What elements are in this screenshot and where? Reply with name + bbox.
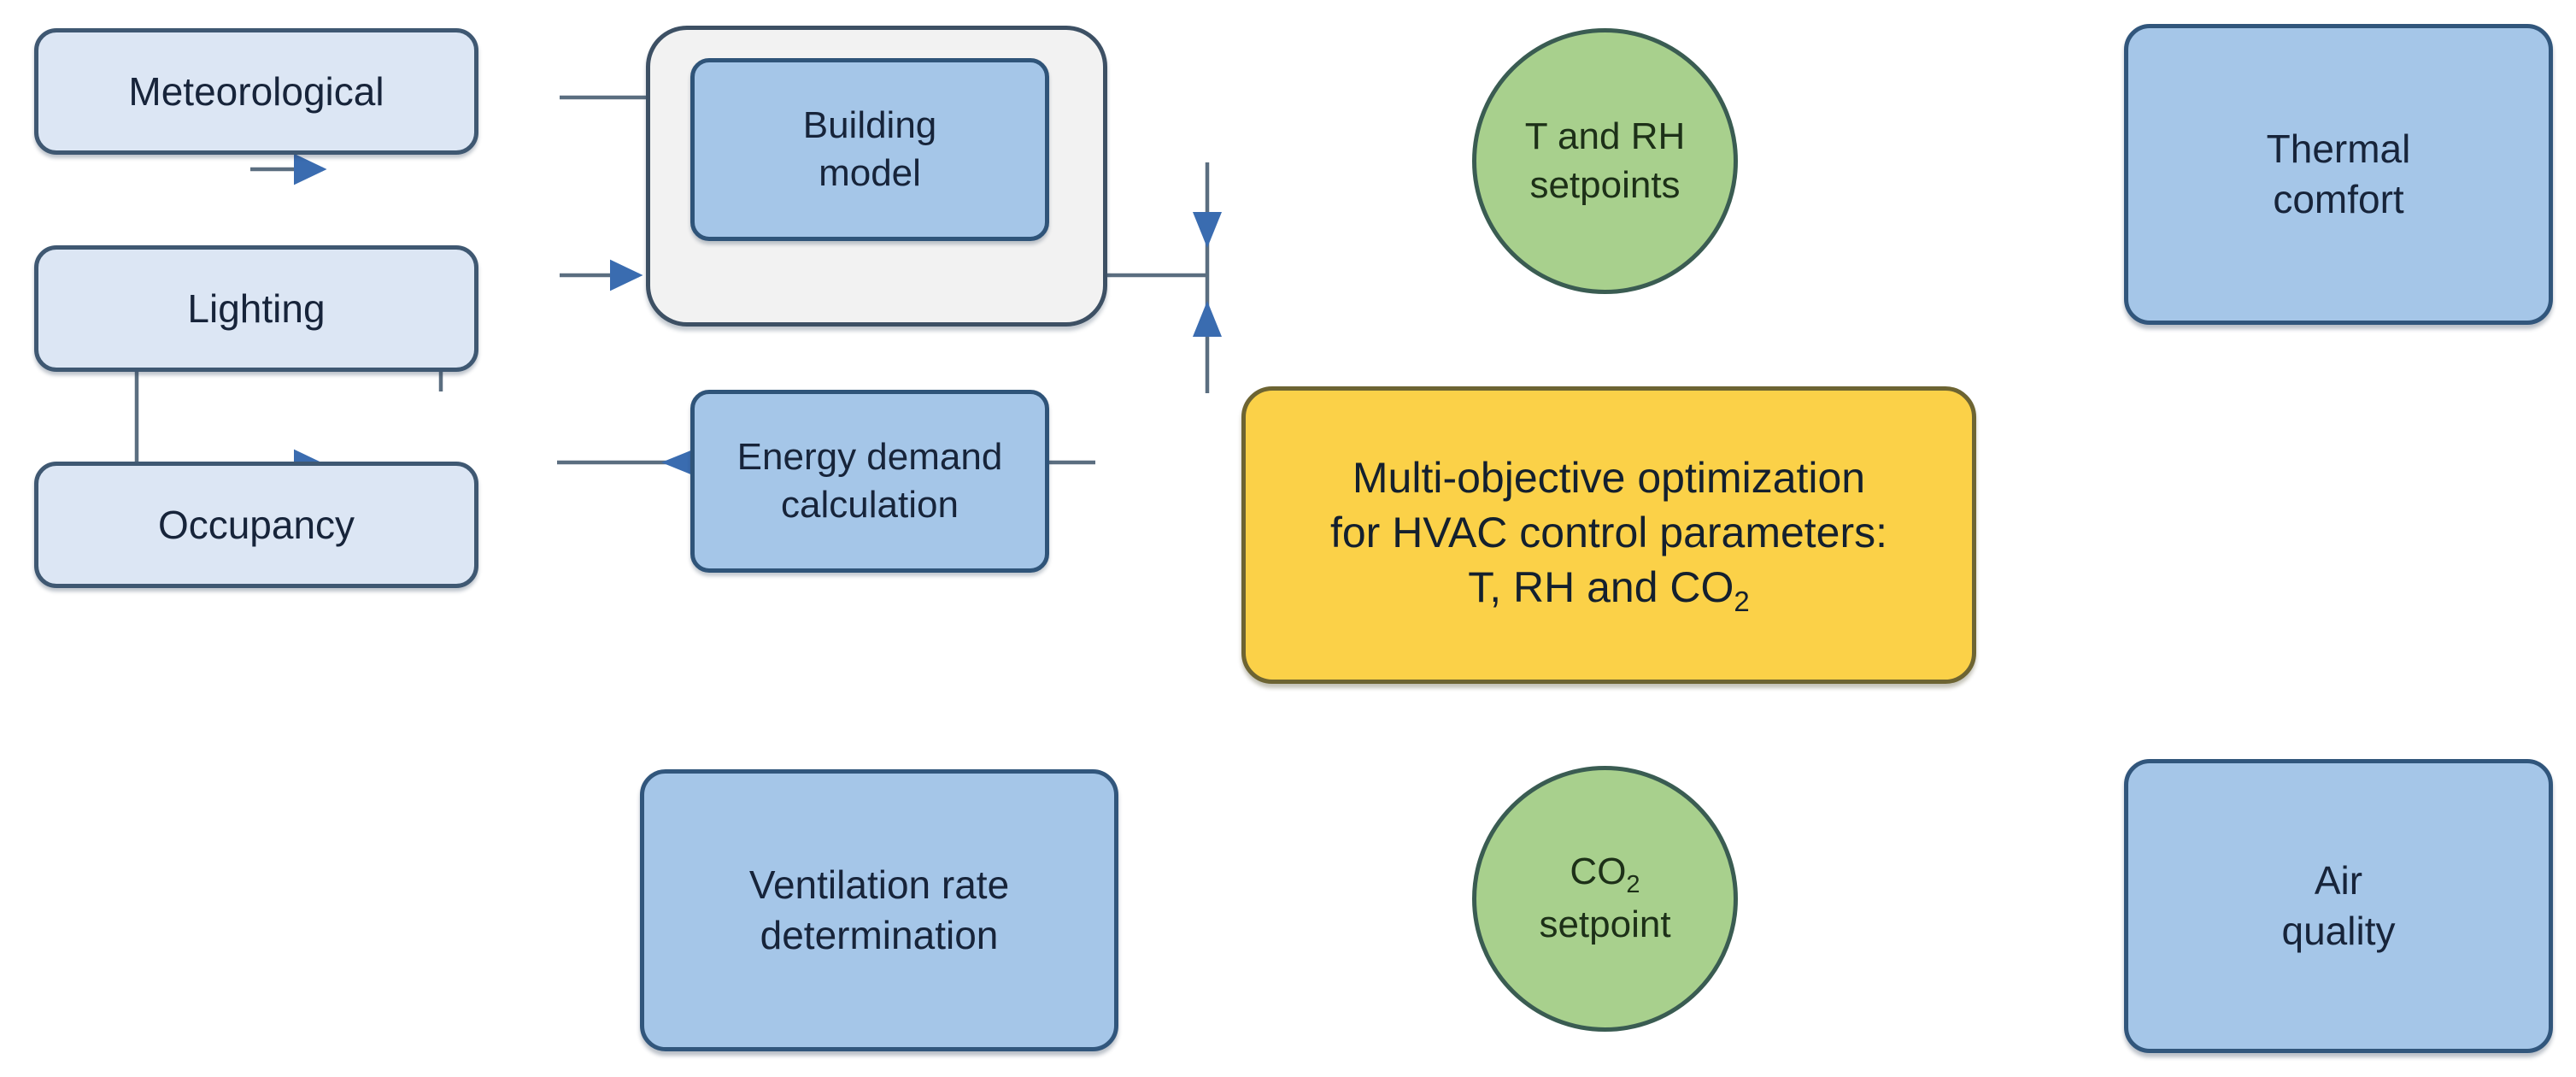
node-energy-demand-calculation[interactable]: Energy demand calculation <box>690 390 1049 573</box>
arrowhead-up-air-quality <box>1193 301 1222 337</box>
node-building-model-label: Building model <box>802 103 937 194</box>
node-co2-setpoint-formula: CO <box>1570 850 1627 893</box>
node-thermal-comfort[interactable]: Thermal comfort <box>2124 24 2553 325</box>
node-ventilation-rate-determination-label: Ventilation rate determination <box>748 862 1010 957</box>
node-air-quality-label: Air quality <box>2281 858 2396 953</box>
node-co2-setpoint-label: CO2 setpoint <box>1476 848 1734 949</box>
node-t-rh-setpoints[interactable]: T and RH setpoints <box>1472 28 1738 294</box>
node-thermal-comfort-label: Thermal comfort <box>2266 127 2411 221</box>
node-multi-objective-optimization[interactable]: Multi-objective optimization for HVAC con… <box>1241 386 1976 684</box>
node-co2-setpoint-word: setpoint <box>1539 903 1671 946</box>
node-multi-objective-optimization-label: Multi-objective optimization for HVAC con… <box>1246 450 1972 620</box>
node-meteorological-label: Meteorological <box>128 68 384 114</box>
node-building-model[interactable]: Building model <box>690 58 1049 241</box>
node-occupancy[interactable]: Occupancy <box>34 462 478 588</box>
optimization-line-3: T, RH and CO <box>1468 562 1734 611</box>
node-air-quality[interactable]: Air quality <box>2124 759 2553 1053</box>
node-co2-setpoint[interactable]: CO2 setpoint <box>1472 766 1738 1032</box>
arrowhead-down-thermal-comfort <box>1193 212 1222 248</box>
node-lighting-label: Lighting <box>187 285 326 331</box>
node-energy-demand-calculation-label: Energy demand calculation <box>736 435 1003 526</box>
optimization-line-3-subscript: 2 <box>1734 585 1750 617</box>
node-occupancy-label: Occupancy <box>157 502 355 547</box>
node-t-rh-setpoints-label: T and RH setpoints <box>1524 115 1686 206</box>
node-ventilation-rate-determination[interactable]: Ventilation rate determination <box>640 769 1118 1051</box>
node-meteorological[interactable]: Meteorological <box>34 28 478 155</box>
optimization-line-2: for HVAC control parameters: <box>1329 508 1888 556</box>
node-lighting[interactable]: Lighting <box>34 245 478 372</box>
optimization-line-1: Multi-objective optimization <box>1352 453 1866 502</box>
node-co2-setpoint-subscript: 2 <box>1626 871 1640 899</box>
